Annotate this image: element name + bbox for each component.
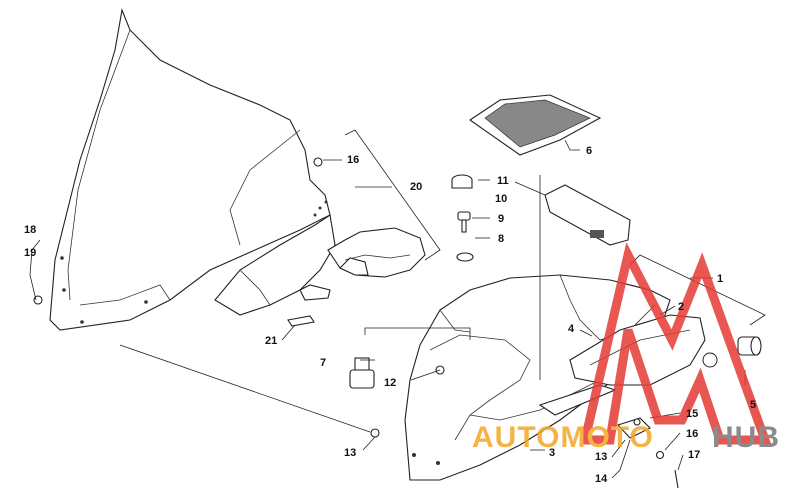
instrument-cluster-part [544,184,631,246]
watermark-logo: AUTOMOTO HUB [472,242,780,454]
callout-17: 17 [688,449,700,461]
mirror-assembly-part [214,200,426,316]
callout-labels: 16 20 10 11 9 8 6 1 2 4 5 12 7 21 18 19 … [24,145,756,485]
callout-4: 4 [568,323,575,335]
callout-7: 7 [320,357,326,369]
storage-net-part [469,94,602,156]
windshield-part [49,7,331,331]
callout-5: 5 [750,399,756,411]
connector-5-part [737,336,762,356]
callout-6: 6 [586,145,592,157]
washer-8-part [456,252,474,262]
callout-15: 15 [686,408,698,420]
callout-2: 2 [678,301,684,313]
callout-8: 8 [498,233,504,245]
switch-7-part [349,357,375,389]
callout-20: 20 [410,181,422,193]
callout-10: 10 [495,193,507,205]
callout-11: 11 [497,175,509,187]
small-hardware-part [33,157,679,489]
callout-19: 19 [24,247,36,259]
callout-13-left: 13 [344,447,356,459]
watermark-text-hub: HUB [712,421,780,454]
callout-16-right: 16 [686,428,698,440]
callout-3: 3 [549,447,555,459]
callout-13-right: 13 [595,451,607,463]
callout-21: 21 [265,335,277,347]
callout-1: 1 [717,273,723,285]
callout-9: 9 [498,213,504,225]
watermark-text-automoto: AUTOMOTO [472,421,654,454]
cap-10-part [451,174,473,189]
callout-14: 14 [595,473,608,485]
callout-12: 12 [384,377,396,389]
callout-16: 16 [347,154,359,166]
key-9-part [457,211,471,233]
callout-18: 18 [24,224,36,236]
bolt-21-part [287,315,315,327]
